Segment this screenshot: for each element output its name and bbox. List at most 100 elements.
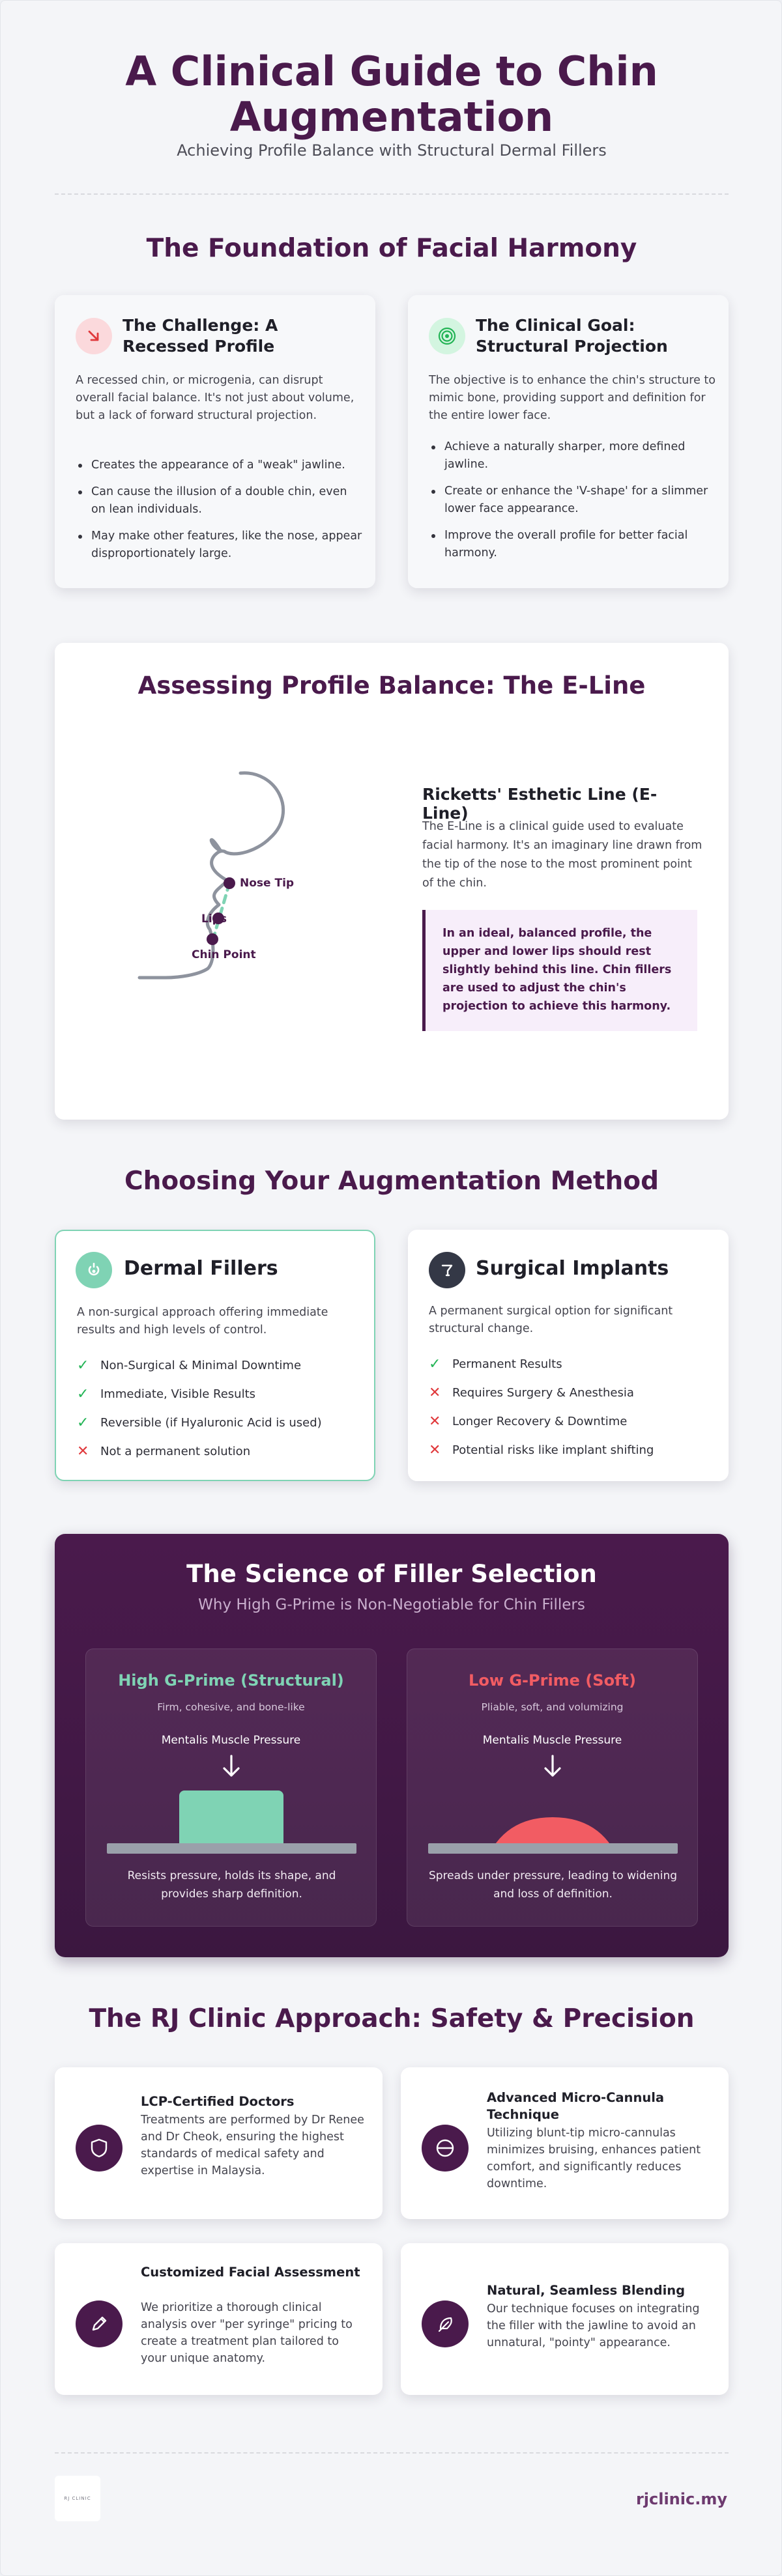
list-item: ✓Reversible (if Hyaluronic Acid is used) [77, 1414, 322, 1431]
approach-card-assessment: Customized Facial Assessment We prioriti… [55, 2243, 383, 2395]
website-link[interactable]: rjclinic.my [635, 2490, 727, 2508]
list-item: Improve the overall profile for better f… [429, 527, 716, 562]
fillers-text: A non-surgical approach offering immedia… [77, 1306, 328, 1337]
list-item: May make other features, like the nose, … [76, 528, 362, 563]
list-item: Achieve a naturally sharper, more define… [429, 438, 716, 474]
high-gprime-sub: Firm, cohesive, and bone-like [157, 1701, 305, 1713]
check-icon: ✓ [429, 1355, 441, 1372]
implants-text: A permanent surgical option for signific… [429, 1305, 673, 1335]
high-gprime-filler-shape [179, 1790, 283, 1845]
low-gprime-panel: Low G-Prime (Soft) Pliable, soft, and vo… [407, 1649, 698, 1927]
low-gprime-sub: Pliable, soft, and volumizing [481, 1701, 624, 1713]
list-item: ✕Potential risks like implant shifting [429, 1441, 654, 1458]
nose-tip-label: Nose Tip [240, 877, 294, 890]
implants-card: Surgical Implants A permanent surgical o… [408, 1230, 729, 1481]
eline-heading: Ricketts' Esthetic Line (E-Line) [422, 785, 658, 823]
list-item: ✕Not a permanent solution [77, 1443, 251, 1460]
list-item: ✓Immediate, Visible Results [77, 1385, 255, 1402]
page-title-line-1: A Clinical Guide to Chin [125, 48, 658, 95]
page-title: A Clinical Guide to Chin Augmentation [1, 49, 782, 140]
goal-list: Achieve a naturally sharper, more define… [429, 438, 716, 571]
nose-tip-point [224, 877, 235, 889]
eline-card: Assessing Profile Balance: The E-Line No… [55, 643, 729, 1120]
no-entry-icon [422, 2125, 469, 2172]
feather-icon [422, 2300, 469, 2347]
pressure-label: Mentalis Muscle Pressure [482, 1734, 622, 1747]
methods-title: Choosing Your Augmentation Method [124, 1167, 659, 1196]
list-item: ✕Longer Recovery & Downtime [429, 1413, 628, 1430]
challenge-heading: The Challenge: A Recessed Profile [123, 316, 278, 356]
challenge-list: Creates the appearance of a "weak" jawli… [76, 457, 362, 572]
shield-icon [76, 2125, 123, 2172]
list-item: Can cause the illusion of a double chin,… [76, 483, 362, 518]
challenge-text: A recessed chin, or microgenia, can disr… [76, 374, 355, 422]
goal-heading: The Clinical Goal: Structural Projection [476, 316, 668, 356]
approach-card-text: We prioritize a thorough clinical analys… [141, 2301, 353, 2365]
fillers-heading: Dermal Fillers [124, 1257, 278, 1280]
high-gprime-title: High G-Prime (Structural) [118, 1671, 344, 1690]
check-icon: ✓ [77, 1414, 89, 1431]
list-item: ✓Permanent Results [429, 1355, 562, 1372]
list-item: ✓Non-Surgical & Minimal Downtime [77, 1357, 302, 1374]
list-item: Creates the appearance of a "weak" jawli… [76, 457, 362, 474]
foundation-title: The Foundation of Facial Harmony [146, 234, 637, 263]
cross-icon: ✕ [429, 1413, 441, 1430]
approach-card-title: Customized Facial Assessment [141, 2265, 360, 2280]
arrow-down-icon [407, 1753, 697, 1785]
approach-card-title: Advanced Micro-Cannula Technique [487, 2090, 665, 2122]
target-icon [429, 318, 465, 354]
low-gprime-title: Low G-Prime (Soft) [469, 1671, 636, 1690]
challenge-card: The Challenge: A Recessed Profile A rece… [55, 295, 375, 588]
page-subtitle: Achieving Profile Balance with Structura… [177, 141, 607, 160]
cross-icon: ✕ [429, 1441, 441, 1458]
approach-card-doctors: LCP-Certified Doctors Treatments are per… [55, 2067, 383, 2219]
lips-point [212, 913, 224, 924]
science-title: The Science of Filler Selection [186, 1560, 597, 1588]
high-gprime-desc: Resists pressure, holds its shape, and p… [127, 1869, 336, 1901]
clinic-logo: RJ CLINIC [55, 2476, 100, 2521]
implants-list: ✓Permanent Results ✕Requires Surgery & A… [429, 1350, 716, 1464]
approach-card-title: LCP-Certified Doctors [141, 2094, 295, 2109]
science-section: The Science of Filler Selection Why High… [55, 1534, 729, 1957]
low-gprime-filler-shape [494, 1817, 611, 1846]
goal-card: The Clinical Goal: Structural Projection… [408, 295, 729, 588]
high-gprime-panel: High G-Prime (Structural) Firm, cohesive… [85, 1649, 377, 1927]
eline-title: Assessing Profile Balance: The E-Line [138, 672, 646, 700]
eline-callout-text: In an ideal, balanced profile, the upper… [442, 927, 672, 1013]
science-subtitle: Why High G-Prime is Non-Negotiable for C… [198, 1596, 585, 1613]
check-icon: ✓ [77, 1357, 89, 1374]
divider [55, 193, 729, 195]
approach-card-text: Treatments are performed by Dr Renee and… [141, 2114, 364, 2177]
list-item: Create or enhance the 'V-shape' for a sl… [429, 483, 716, 518]
approach-card-title: Natural, Seamless Blending [487, 2283, 686, 2298]
profile-diagram: Nose Tip Lips Chin Point [138, 771, 294, 980]
list-item: ✕Requires Surgery & Anesthesia [429, 1384, 634, 1401]
arrow-down-icon [86, 1753, 376, 1785]
approach-card-cannula: Advanced Micro-Cannula Technique Utilizi… [401, 2067, 729, 2219]
low-gprime-desc: Spreads under pressure, leading to widen… [428, 1869, 678, 1901]
lips-label: Lips [201, 913, 227, 926]
fillers-card: Dermal Fillers A non-surgical approach o… [55, 1230, 375, 1481]
goal-text: The objective is to enhance the chin's s… [429, 374, 716, 422]
syringe-icon [76, 1252, 112, 1288]
divider [55, 2452, 729, 2454]
bone-bar [428, 1843, 678, 1854]
implants-heading: Surgical Implants [476, 1257, 669, 1280]
eline-callout: In an ideal, balanced profile, the upper… [422, 910, 697, 1031]
chin-point [207, 933, 218, 945]
pressure-label: Mentalis Muscle Pressure [161, 1734, 301, 1747]
chin-point-label: Chin Point [192, 948, 256, 961]
eline-text: The E-Line is a clinical guide used to e… [422, 820, 702, 890]
approach-card-text: Utilizing blunt-tip micro-cannulas minim… [487, 2127, 701, 2190]
bone-bar [107, 1843, 356, 1854]
pencil-icon [76, 2300, 123, 2347]
fillers-list: ✓Non-Surgical & Minimal Downtime ✓Immedi… [77, 1351, 364, 1465]
page-title-line-2: Augmentation [229, 93, 554, 141]
approach-title: The RJ Clinic Approach: Safety & Precisi… [89, 2004, 695, 2033]
scalpel-icon [429, 1252, 465, 1288]
arrow-down-right-icon [76, 318, 112, 354]
check-icon: ✓ [77, 1385, 89, 1402]
approach-card-blending: Natural, Seamless Blending Our technique… [401, 2243, 729, 2395]
approach-card-text: Our technique focuses on integrating the… [487, 2302, 700, 2349]
